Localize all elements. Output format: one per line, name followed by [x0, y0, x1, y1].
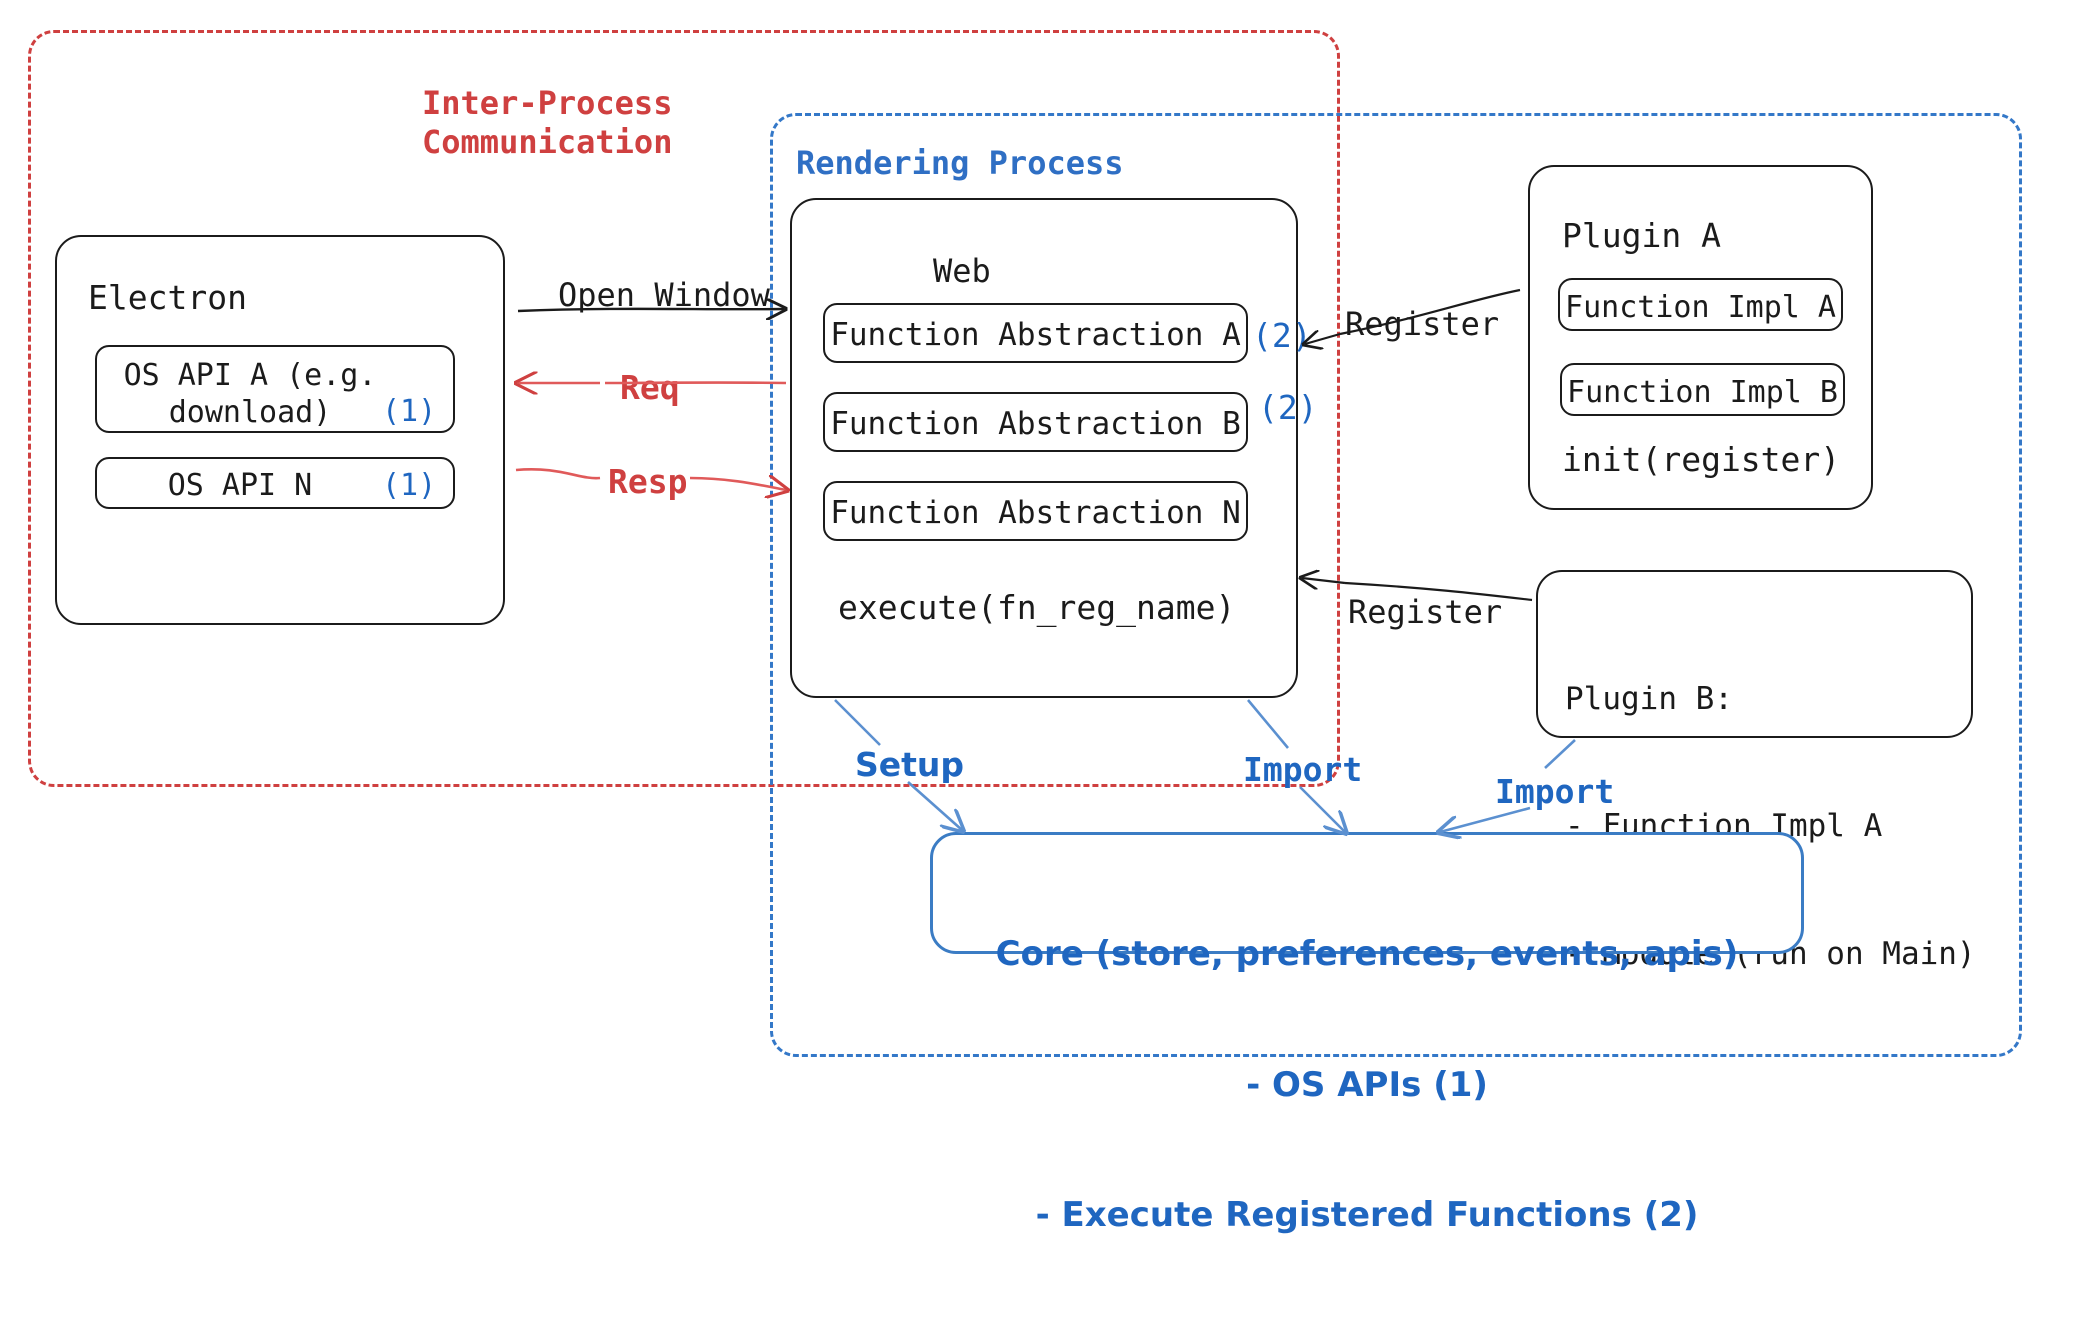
web-execute-label: execute(fn_reg_name): [838, 588, 1235, 628]
os-api-a-tag: (1): [382, 394, 436, 431]
edge-label-register-plugin-a: Register: [1345, 305, 1499, 344]
os-api-n-label: OS API N: [115, 468, 365, 505]
diagram-canvas: Inter-Process Communication Rendering Pr…: [0, 0, 2074, 1066]
web-title: Web: [933, 252, 991, 291]
core-lines: Core (store, preferences, events, apis) …: [930, 846, 1804, 1325]
function-abstraction-b-tag: (2): [1258, 388, 1318, 428]
label-inter-process-communication: Inter-Process Communication: [422, 84, 762, 162]
label-rendering-process: Rendering Process: [796, 144, 1216, 183]
edge-label-req: Req: [620, 368, 680, 408]
edge-label-setup: Setup: [855, 745, 964, 785]
edge-label-import-plugin: Import: [1495, 772, 1614, 812]
plugin-a-title: Plugin A: [1562, 216, 1721, 256]
edge-label-open-window: Open Window: [558, 276, 770, 315]
plugin-a-function-impl-a-label: Function Impl A: [1558, 290, 1843, 327]
plugin-a-init-label: init(register): [1562, 440, 1840, 480]
edge-label-import-web: Import: [1243, 750, 1362, 790]
function-abstraction-b-label: Function Abstraction B: [823, 406, 1248, 444]
function-abstraction-a-tag: (2): [1252, 316, 1312, 356]
edge-label-resp: Resp: [608, 462, 687, 502]
electron-title: Electron: [88, 278, 247, 318]
os-api-a-label: OS API A (e.g. download): [100, 358, 400, 431]
function-abstraction-n-label: Function Abstraction N: [823, 495, 1248, 533]
plugin-a-function-impl-b-label: Function Impl B: [1560, 375, 1845, 412]
function-abstraction-a-label: Function Abstraction A: [823, 317, 1248, 355]
edge-label-register-plugin-b: Register: [1348, 593, 1502, 632]
core-line-2: - OS APIs (1): [930, 1064, 1804, 1108]
os-api-n-tag: (1): [382, 468, 436, 505]
plugin-b-title: Plugin B:: [1565, 678, 1976, 720]
core-line-1: Core (store, preferences, events, apis): [930, 933, 1804, 977]
core-line-3: - Execute Registered Functions (2): [930, 1194, 1804, 1238]
